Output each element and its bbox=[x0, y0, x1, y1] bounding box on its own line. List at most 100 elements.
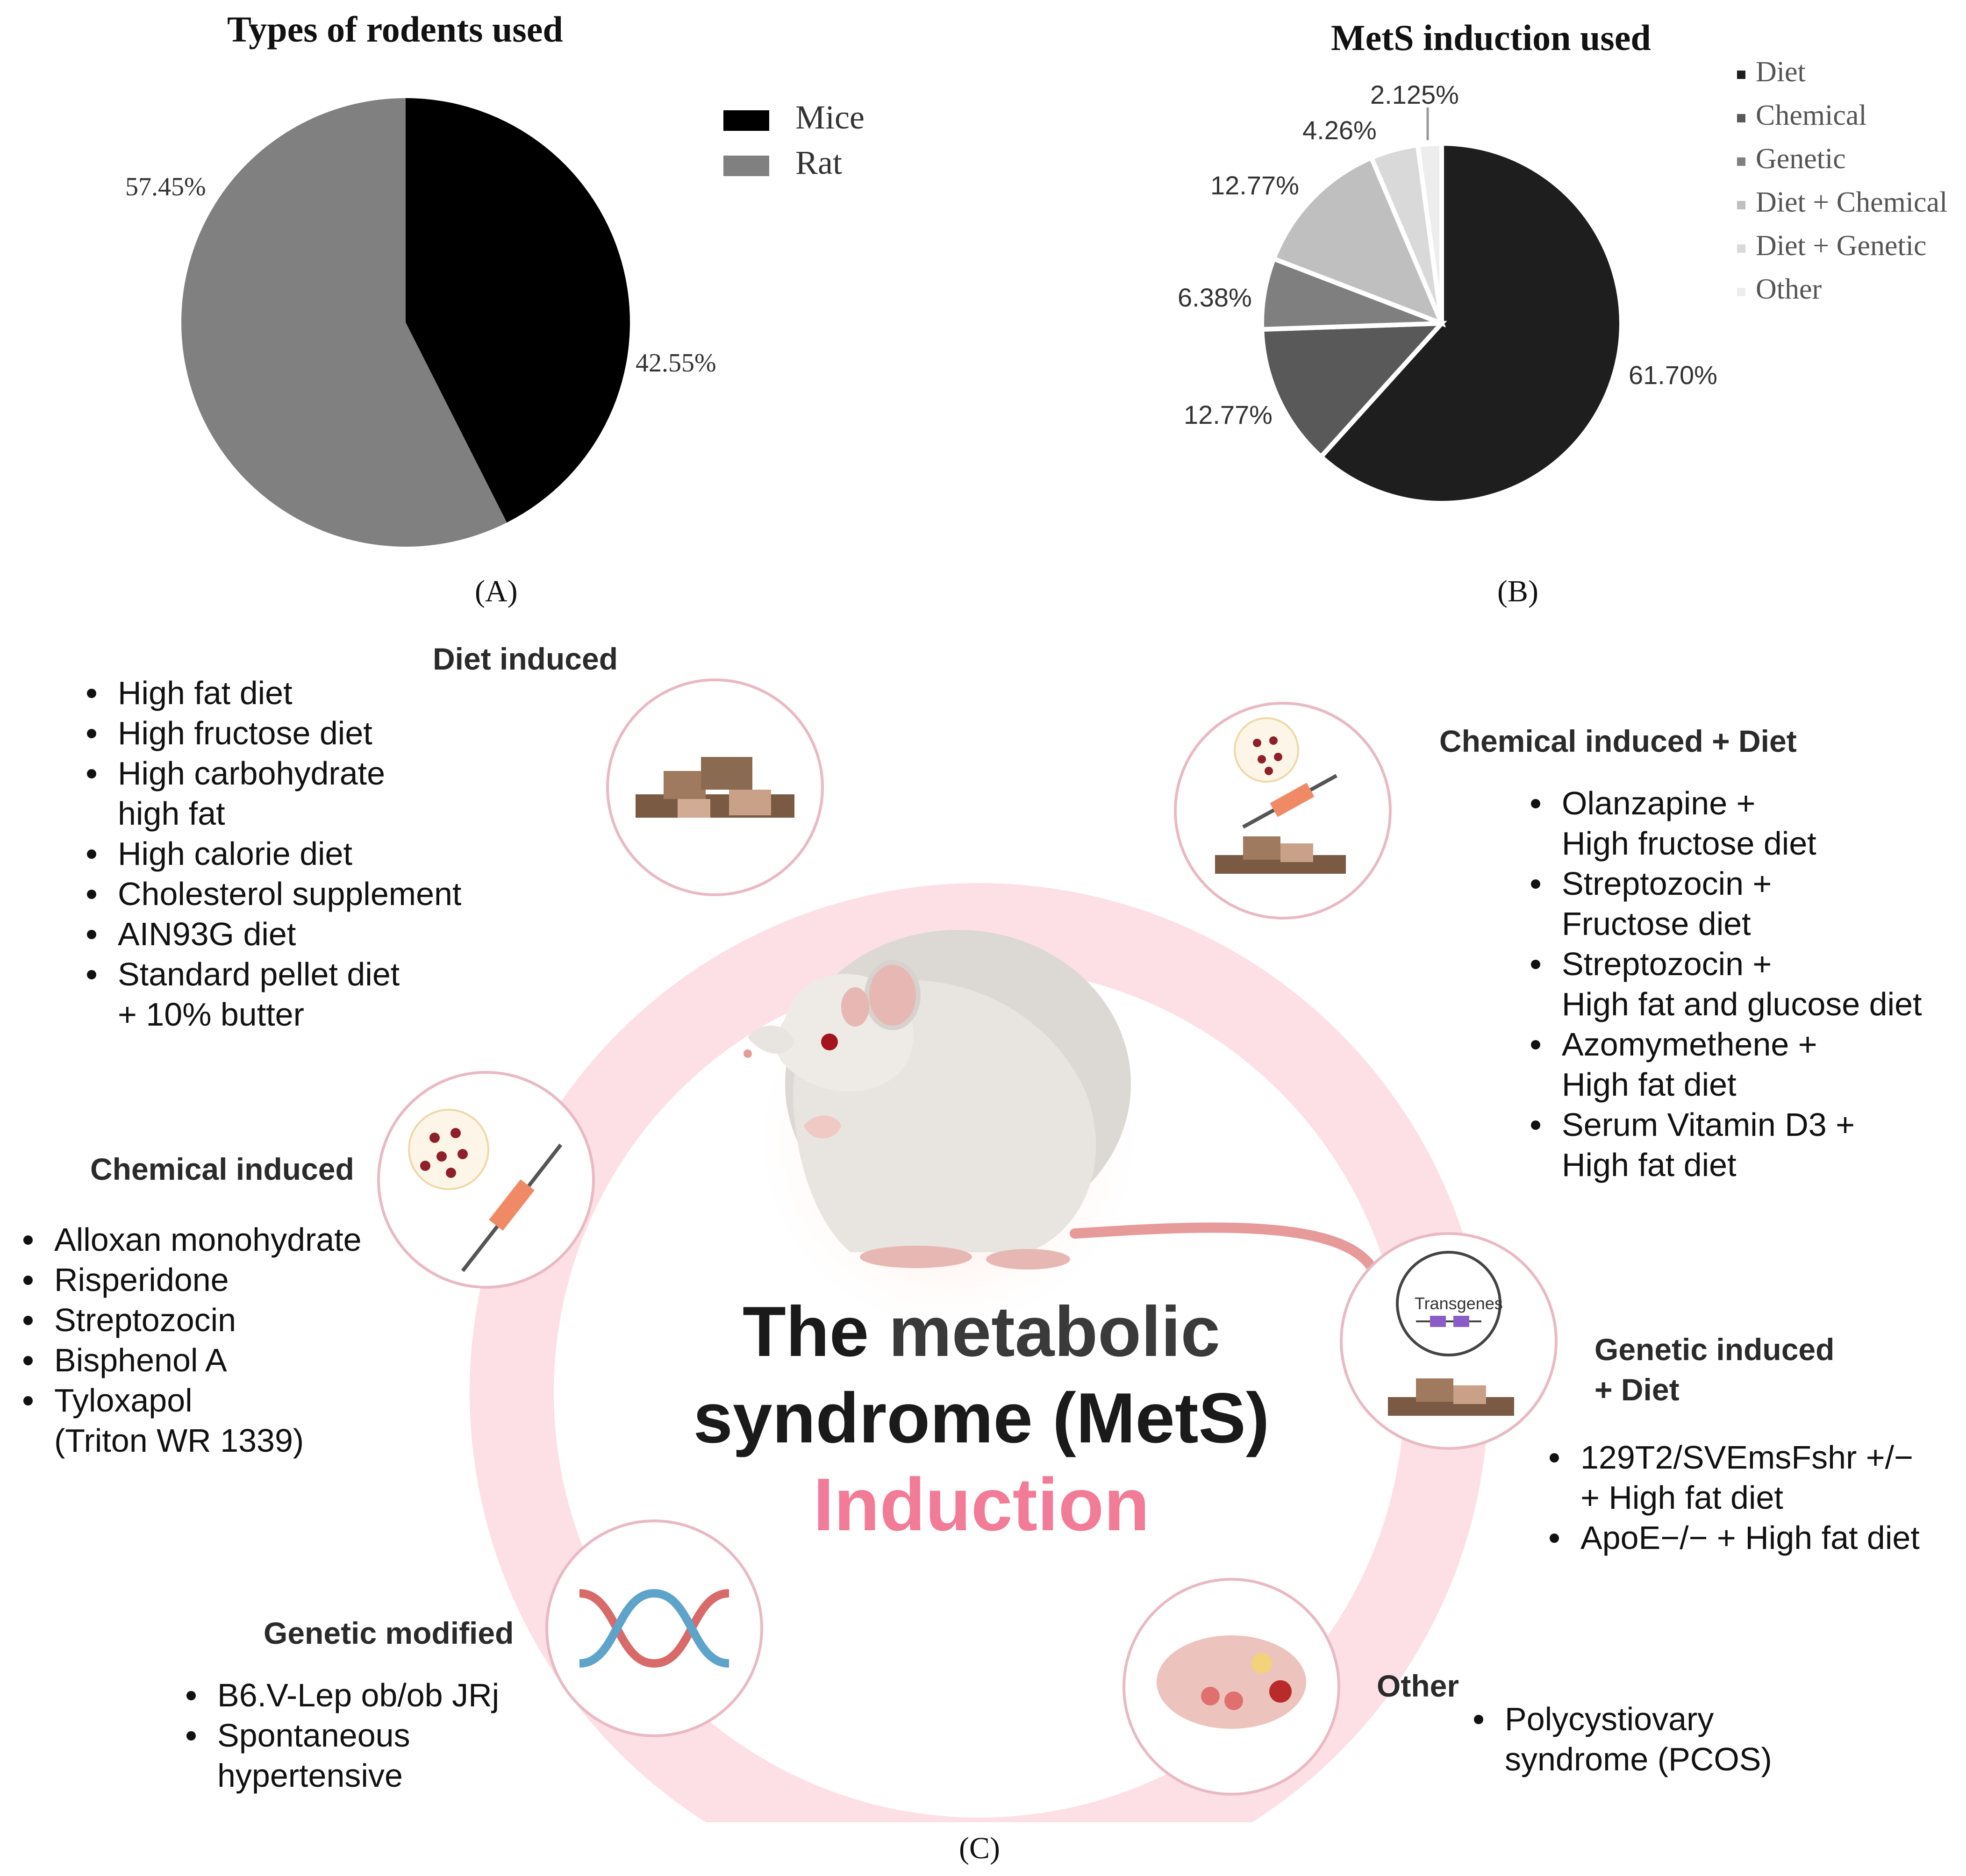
list-item: Cholesterol supplement bbox=[79, 874, 461, 914]
genetic-diet-title-1: Genetic induced bbox=[1594, 1332, 1835, 1367]
transgenes-label: Transgenes bbox=[1415, 1294, 1503, 1313]
list-item-continued: High fructose diet bbox=[1562, 825, 1816, 862]
list-item: Bisphenol A bbox=[16, 1340, 362, 1380]
legend-item-mice: Mice bbox=[723, 98, 865, 137]
chart-b-legend: Diet Chemical Genetic Diet + Chemical Di… bbox=[1737, 50, 1947, 311]
list-item: Olanzapine + bbox=[1523, 783, 1922, 823]
chart-a-label-rat: 57.45% bbox=[125, 172, 206, 201]
list-item: Azomymethene + bbox=[1523, 1024, 1922, 1064]
diet-induced-title: Diet induced bbox=[433, 642, 618, 676]
list-item: Tyloxapol bbox=[16, 1380, 362, 1420]
pie-slice-rat bbox=[181, 98, 507, 547]
list-item: ApoE−/− + High fat diet bbox=[1542, 1518, 1920, 1558]
chart-a-title: Types of rodents used bbox=[227, 9, 563, 50]
list-item: Streptozocin + bbox=[1523, 944, 1922, 984]
gene-block-icon bbox=[1430, 1316, 1446, 1327]
chart-a-legend: Mice Rat bbox=[723, 98, 865, 182]
other-title: Other bbox=[1377, 1669, 1459, 1703]
legend-item-diet: Diet bbox=[1737, 50, 1947, 94]
induction-ring-diagram bbox=[377, 678, 1558, 1822]
pie-slice-diet bbox=[1317, 141, 1624, 506]
blood-cells-icon bbox=[408, 1109, 489, 1190]
center-title-induction: Induction bbox=[813, 1462, 1150, 1546]
chart-a-label-mice: 42.55% bbox=[636, 349, 716, 378]
dna-icon bbox=[579, 1589, 729, 1668]
chart-a-pie bbox=[181, 98, 630, 547]
pie-slice-mice bbox=[406, 98, 630, 523]
circle-chemical-induced bbox=[377, 1071, 595, 1289]
list-item-continued: + High fat diet bbox=[1580, 1479, 1783, 1516]
list-item-continued: high fat bbox=[118, 795, 225, 832]
genetic-diet-list: 129T2/SVEmsFshr +/− + High fat diet ApoE… bbox=[1542, 1437, 1920, 1558]
panel-label-c: (C) bbox=[959, 1831, 1000, 1865]
list-item-continued: (Triton WR 1339) bbox=[54, 1422, 304, 1459]
list-item: Streptozocin + bbox=[1523, 863, 1922, 904]
list-item: 129T2/SVEmsFshr +/− bbox=[1542, 1437, 1920, 1477]
legend-swatch-mice bbox=[723, 110, 769, 131]
list-item: Streptozocin bbox=[16, 1300, 362, 1340]
syringe-icon bbox=[1242, 774, 1337, 829]
diet-induced-list: High fat diet High fructose diet High ca… bbox=[79, 673, 461, 1034]
list-item: B6.V-Lep ob/ob JRj bbox=[179, 1675, 499, 1715]
food-pellets-icon bbox=[1215, 836, 1346, 874]
list-item-continued: hypertensive bbox=[217, 1757, 403, 1794]
list-item-continued: High fat diet bbox=[1562, 1066, 1737, 1103]
other-list: Polycystiovary syndrome (PCOS) bbox=[1466, 1699, 1772, 1779]
circle-diet-induced bbox=[606, 678, 824, 896]
legend-item-chemical: Chemical bbox=[1737, 94, 1947, 137]
list-item: Standard pellet diet bbox=[79, 954, 461, 994]
center-title-line1: The metabolic bbox=[743, 1292, 1220, 1371]
chart-b-label-genetic: 6.38% bbox=[1178, 283, 1252, 312]
genetic-modified-list: B6.V-Lep ob/ob JRj Spontaneous hypertens… bbox=[179, 1675, 499, 1796]
genetic-diet-title-2: + Diet bbox=[1594, 1372, 1680, 1407]
list-item-continued: syndrome (PCOS) bbox=[1505, 1741, 1772, 1777]
legend-item-rat: Rat bbox=[723, 143, 865, 182]
pie-slice-diet-chemical bbox=[1271, 155, 1446, 328]
list-item-continued: Fructose diet bbox=[1562, 906, 1751, 942]
circle-other bbox=[1122, 1578, 1340, 1796]
list-item: High fructose diet bbox=[79, 713, 461, 753]
ovary-icon bbox=[1157, 1635, 1306, 1729]
chemical-induced-title: Chemical induced bbox=[90, 1152, 354, 1186]
chemical-diet-list: Olanzapine + High fructose diet Streptoz… bbox=[1523, 783, 1922, 1185]
list-item: Alloxan monohydrate bbox=[16, 1220, 362, 1260]
legend-item-other: Other bbox=[1737, 268, 1947, 311]
legend-item-genetic: Genetic bbox=[1737, 137, 1947, 181]
pie-slice-genetic bbox=[1259, 256, 1443, 332]
list-item-continued: High fat diet bbox=[1562, 1147, 1737, 1183]
transgenes-badge bbox=[1396, 1251, 1501, 1356]
chart-b-label-diet: 61.70% bbox=[1629, 360, 1717, 390]
pie-slice-chemical bbox=[1259, 321, 1447, 460]
list-item: Serum Vitamin D3 + bbox=[1523, 1105, 1922, 1145]
legend-item-diet-chemical: Diet + Chemical bbox=[1737, 181, 1947, 224]
list-item: Risperidone bbox=[16, 1260, 362, 1300]
chemical-diet-title: Chemical induced + Diet bbox=[1439, 724, 1797, 758]
center-title-line2: syndrome (MetS) bbox=[693, 1378, 1270, 1458]
list-item-continued: + 10% butter bbox=[118, 996, 304, 1033]
circle-genetic-modified bbox=[545, 1519, 763, 1737]
legend-item-diet-genetic: Diet + Genetic bbox=[1737, 224, 1947, 268]
chart-b-label-chemical: 12.77% bbox=[1184, 400, 1273, 429]
chart-b-label-diet-chemical: 12.77% bbox=[1210, 171, 1299, 200]
food-pellets-icon bbox=[1388, 1378, 1514, 1416]
list-item: AIN93G diet bbox=[79, 914, 461, 954]
chart-b-label-other: 2.125% bbox=[1370, 80, 1459, 109]
syringe-icon bbox=[461, 1143, 563, 1272]
panel-label-a: (A) bbox=[475, 574, 518, 608]
list-item: Spontaneous bbox=[179, 1715, 499, 1755]
gene-block-icon bbox=[1453, 1316, 1469, 1327]
blood-cells-icon bbox=[1234, 717, 1299, 783]
panel-label-b: (B) bbox=[1497, 574, 1538, 608]
legend-swatch-rat bbox=[723, 156, 769, 177]
mouse-illustration bbox=[744, 930, 1131, 1270]
genetic-modified-title: Genetic modified bbox=[264, 1616, 514, 1650]
chemical-induced-list: Alloxan monohydrate Risperidone Streptoz… bbox=[16, 1220, 362, 1461]
food-pellets-icon bbox=[636, 757, 794, 818]
list-item: Polycystiovary bbox=[1466, 1699, 1772, 1739]
list-item-continued: High fat and glucose diet bbox=[1562, 986, 1922, 1022]
chart-b-title: MetS induction used bbox=[1331, 17, 1651, 58]
list-item: High fat diet bbox=[79, 673, 461, 713]
pie-slice-other bbox=[1415, 141, 1444, 324]
circle-chemical-diet bbox=[1174, 702, 1392, 920]
circle-genetic-diet bbox=[1340, 1232, 1558, 1450]
